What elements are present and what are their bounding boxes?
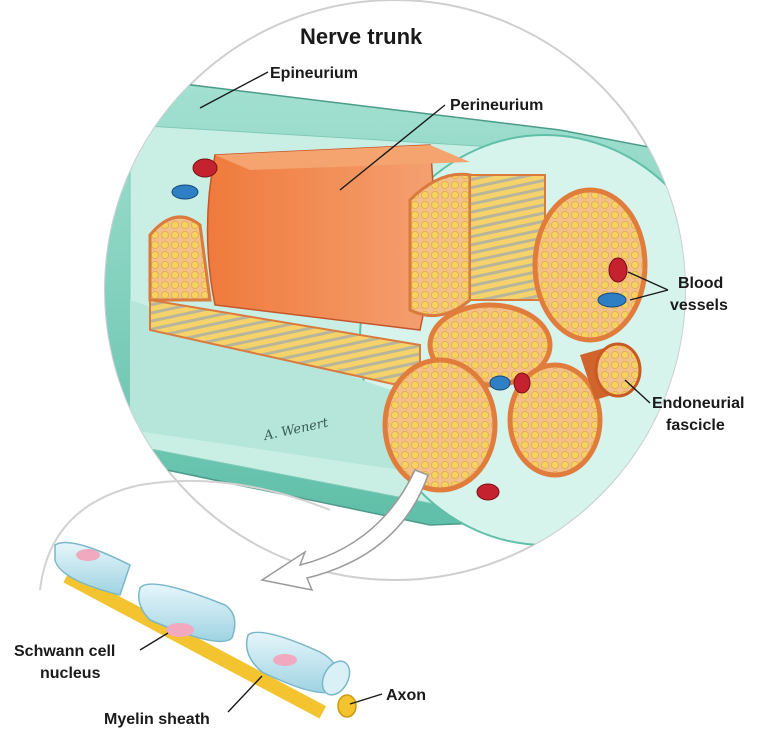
label-endoneurial-line2: fascicle: [666, 417, 725, 434]
blood-vessel-red-1: [193, 159, 217, 177]
blood-vessel-red-3: [514, 373, 530, 393]
label-myelin-sheath: Myelin sheath: [104, 711, 210, 728]
leader-schwann: [140, 633, 168, 650]
label-schwann-line2: nucleus: [40, 665, 101, 682]
label-endoneurial-line1: Endoneurial: [652, 395, 744, 412]
blood-vessel-red-4: [477, 484, 499, 500]
schwann-nucleus-2: [166, 623, 194, 637]
diagram-title: Nerve trunk: [300, 24, 423, 49]
label-blood-vessels-line1: Blood: [678, 275, 723, 292]
bottom-fascicle-section: [385, 360, 495, 490]
label-axon: Axon: [386, 687, 426, 704]
perineurium-cylinder: [208, 145, 434, 330]
blood-vessel-blue-1: [172, 185, 198, 199]
right-fascicle-section: [535, 190, 645, 340]
label-blood-vessels-line2: vessels: [670, 297, 728, 314]
blood-vessel-red-2: [609, 258, 627, 282]
blood-vessel-blue-3: [490, 376, 510, 390]
leader-myelin: [228, 676, 262, 712]
label-schwann-line1: Schwann cell: [14, 643, 115, 660]
upper-fascicle-section: [410, 174, 470, 315]
schwann-nucleus-1: [76, 549, 100, 561]
blood-vessel-blue-2: [598, 293, 626, 307]
axon-end: [338, 695, 356, 717]
schwann-nucleus-3: [273, 654, 297, 666]
left-fascicle-section: [150, 217, 210, 300]
label-epineurium: Epineurium: [270, 65, 358, 82]
label-perineurium: Perineurium: [450, 97, 543, 114]
